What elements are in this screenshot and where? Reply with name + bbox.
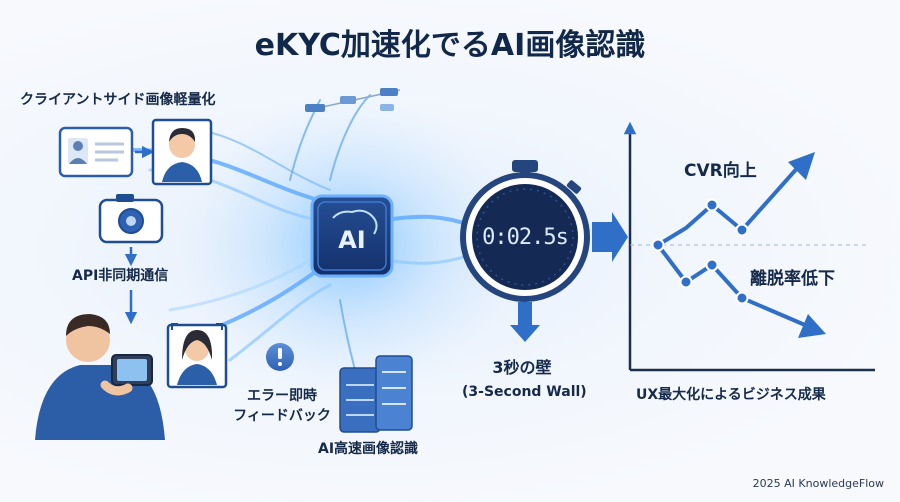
label-ai-recognition: AI高速画像認識 bbox=[318, 441, 419, 457]
label-error-feedback-line1: エラー即時 bbox=[247, 388, 317, 404]
stopwatch-icon bbox=[460, 160, 590, 302]
arrow-to-3-second-wall bbox=[510, 302, 540, 342]
page-title: eKYC加速化でるAI画像認識 bbox=[254, 28, 646, 63]
label-ux-outcome: UX最大化によるビジネス成果 bbox=[636, 387, 826, 403]
camera-icon bbox=[98, 194, 164, 244]
id-card-icon bbox=[58, 126, 134, 178]
circuit-streams bbox=[128, 94, 472, 371]
label-client-side: クライアントサイド画像軽量化 bbox=[20, 92, 216, 108]
outcome-chart bbox=[623, 121, 875, 372]
timer-readout: 0:02.5s bbox=[482, 225, 569, 250]
face-scan-icon bbox=[151, 118, 213, 186]
error-alert-icon bbox=[266, 343, 294, 371]
ai-chip bbox=[310, 194, 394, 278]
server-stack-icon bbox=[339, 355, 413, 433]
label-3-second-wall-jp: 3秒の壁 bbox=[492, 358, 552, 377]
arrow-to-outcome bbox=[592, 212, 628, 262]
label-error-feedback-line2: フィードバック bbox=[233, 408, 331, 424]
label-drop-rate: 離脱率低下 bbox=[750, 269, 835, 289]
label-error-feedback: エラー即時 フィードバック bbox=[232, 386, 332, 426]
label-3-second-wall-en: (3-Second Wall) bbox=[462, 384, 587, 400]
ai-chip-label: AI bbox=[338, 226, 366, 254]
face-recognition-frame bbox=[166, 323, 228, 389]
network-nodes bbox=[305, 88, 401, 112]
label-api-async: API非同期通信 bbox=[72, 268, 169, 284]
credit-text: 2025 AI KnowledgeFlow bbox=[752, 477, 884, 490]
user-with-phone-illustration bbox=[35, 314, 165, 440]
label-3-second-wall: 3秒の壁 (3-Second Wall) bbox=[462, 356, 587, 404]
label-cvr: CVR向上 bbox=[684, 161, 757, 181]
